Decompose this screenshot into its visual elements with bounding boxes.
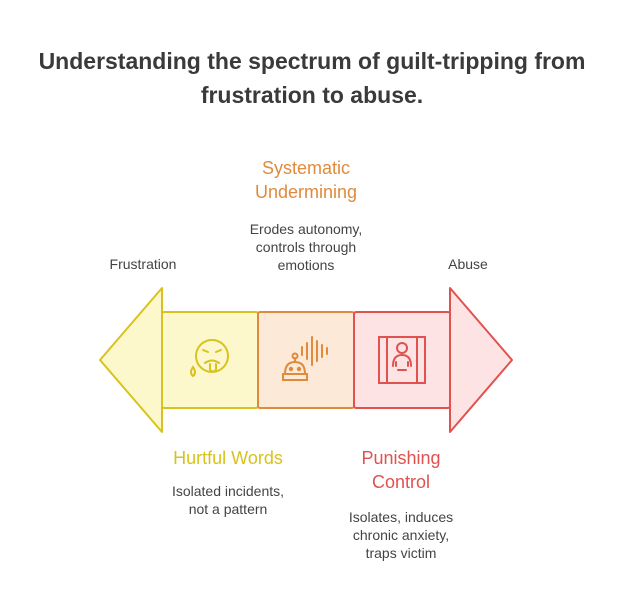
stage-title-punishing-control: Punishing Control — [361, 448, 441, 492]
robot-sound-wave-icon — [282, 336, 328, 381]
endpoint-label-frustration: Frustration — [109, 256, 177, 272]
endpoint-label-abuse: Abuse — [448, 256, 488, 272]
stage-description-punishing-control: Isolates, induces chronic anxiety, traps… — [348, 509, 454, 561]
right-arrow-head — [449, 287, 513, 433]
stage-title-systematic-undermining: Systematic Undermining — [254, 158, 358, 202]
segment-punishing-control — [353, 311, 451, 409]
left-arrow-head — [99, 287, 163, 433]
crying-face-icon — [190, 339, 229, 378]
stage-description-hurtful-words: Isolated incidents, not a pattern — [171, 483, 285, 517]
person-in-cage-icon — [378, 336, 426, 384]
stage-description-systematic-undermining: Erodes autonomy, controls through emotio… — [249, 221, 363, 273]
page-title: Understanding the spectrum of guilt-trip… — [38, 48, 586, 108]
stage-title-hurtful-words: Hurtful Words — [173, 448, 283, 468]
segment-systematic-undermining — [257, 311, 355, 409]
